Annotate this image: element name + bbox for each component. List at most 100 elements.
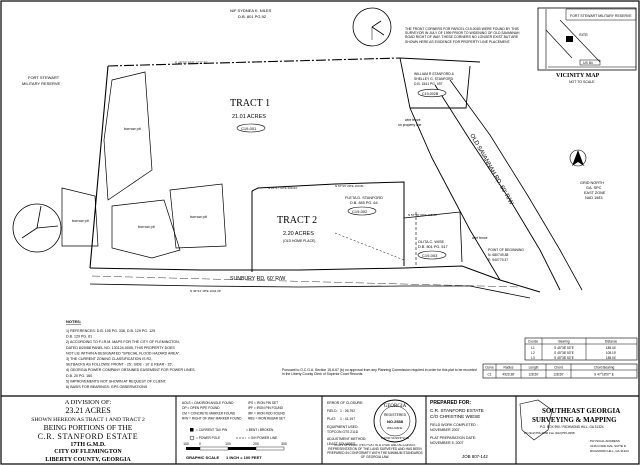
borrow-pit-1 — [103, 71, 153, 201]
tax-pin-icon — [190, 428, 194, 432]
curve-table-header: Chord — [554, 366, 563, 370]
certification: IN MY OPINION THIS PLAT IS A TRUE AND AC… — [327, 444, 422, 459]
tract2-parcel-id: C19-002 — [352, 209, 368, 214]
seal-top: GEORGIA — [384, 404, 407, 409]
firm-name-1: SOUTHEAST GEORGIA — [542, 407, 620, 415]
title-line-8: LIBERTY COUNTY, GEORGIA — [45, 457, 131, 463]
tract1-label: TRACT 1 — [230, 98, 270, 109]
east-line-bearing: N 57°46' 06"E 405.00' — [408, 213, 438, 217]
old-savannah-road-label: OLD SAVANNAH RD. 60' R/W — [468, 133, 514, 206]
title-line-5: C.R. STANFORD ESTATE — [38, 432, 139, 441]
title-block: A DIVISION OF: 23.21 ACRES SHOWN HEREON … — [31, 399, 145, 463]
job-number: JOB 807-142 — [462, 454, 488, 459]
north-line-bearing: S 45°03' 53"E 1077.80' — [175, 61, 208, 65]
title-line-3: SHOWN HEREON AS TRACT 1 AND TRACT 2 — [31, 417, 145, 423]
tract1-area: 21.01 ACRES — [232, 114, 266, 120]
note-line: DATED 8/20/88 PANEL NO. 130124-0005, THI… — [66, 346, 175, 350]
surveyor-seal: GEORGIA REGISTERED NO.2538 WILLIAM E. LA… — [373, 399, 417, 443]
olita-parcel-tag: C19-003 — [417, 250, 447, 260]
grid-north-line3: EAST ZONE — [584, 191, 606, 195]
line-table-cell: L3 — [531, 356, 535, 360]
notes-heading: NOTES: — [66, 319, 81, 324]
vicinity-label-top: FORT STEWART MILITARY RESERVE — [570, 14, 632, 18]
title-line-4: BEING PORTIONS OF THE — [44, 423, 133, 432]
curve-table-cell: C1 — [487, 373, 491, 377]
pob-northing: N: 680749.88 — [488, 253, 508, 257]
prepared-for-l1: C.R. STANFORD ESTATE — [430, 408, 484, 413]
old-savannah-road: OLD SAVANNAH RD. 60' R/W — [434, 79, 583, 291]
olita-owner: OLITA C. WISE — [418, 240, 445, 244]
grid-north-line2: GA. SPC — [586, 186, 602, 190]
corner-detail-west — [12, 203, 62, 253]
borrow-pit-1-label: borrow pit — [124, 127, 142, 131]
north-arrow: GRID NORTH GA. SPC EAST ZONE NAD 1983 — [569, 149, 606, 200]
corner-note-text: THE FRONT CORNERS FOR PARCEL C19-001B WE… — [405, 27, 520, 44]
legend-item: IRF = IRON ROD FOUND — [248, 411, 286, 415]
ne-adjoiner-deed: D.B. 1541 PG. 497 — [414, 82, 443, 86]
prepared-for-l5: PLAT PREPARATION DATE: — [430, 436, 476, 440]
wire-fence-label-2: wire fence — [472, 236, 488, 240]
borrow-pit-4-label: borrow pit — [190, 215, 208, 219]
title-line-6: 17TH G.M.D. — [70, 442, 106, 448]
line-table-cell: S 45°38' 53"E — [554, 351, 574, 355]
note-line: D.B. 20 PG. 160. — [66, 374, 93, 378]
scale-label: GRAPHIC SCALE — [186, 455, 219, 460]
ne-parcel-id: C19-002B — [422, 92, 439, 96]
wire-fence-line-label: on property line — [398, 123, 421, 127]
tract2-area: 2.20 ACRES — [283, 231, 314, 237]
georgia-outline-icon — [519, 399, 553, 441]
tract1-parcel-tag: C19-001 — [236, 123, 266, 133]
parcel-002b-lines — [399, 57, 471, 109]
note-line: D.B. 129 PG. 81 — [66, 335, 92, 339]
olita-parcel-id: C19-003 — [422, 253, 438, 258]
fleta-deed: D.B. 845 PG. 64 — [350, 201, 378, 205]
borrow-pit-3 — [111, 199, 181, 259]
olita-north-line — [403, 211, 461, 219]
legend-bent: = BENT / BROKEN — [246, 428, 274, 432]
tract2-bearing-2: N 67°26' 28"E 190.81' — [335, 184, 365, 188]
tract1-west-line — [89, 65, 109, 269]
scale-tick-label: 300 — [281, 442, 287, 446]
vicinity-map: FORT STEWART MILITARY RESERVE SITE US 84… — [537, 7, 637, 84]
sunbury-road: SUNBURY RD. 60' R/W N 46°24' 18"E 1044.3… — [89, 265, 541, 299]
tract1-east-line — [409, 107, 501, 281]
borrow-pit-4 — [169, 183, 227, 249]
closure-l4: 1 : 41,197 — [340, 417, 355, 421]
scale-tick-label: 100 — [183, 442, 189, 446]
grid-north-line4: NAD 1983 — [585, 196, 603, 200]
recording-note: Pursuant to O.C.G.A. Section 15-6-67 (b)… — [282, 368, 477, 377]
tract1-north-line — [107, 57, 401, 67]
curve-table-header: Curve — [485, 366, 494, 370]
line-table-cell: 185.04' — [606, 356, 617, 360]
pob-label: POINT OF BEGINNING — [488, 248, 524, 252]
power-pole-icon — [189, 435, 195, 441]
legend-item: OP = OPEN PIPE FOUND — [182, 406, 220, 410]
corner-detail-top — [352, 7, 392, 47]
scale-tick-label: 0 — [199, 442, 201, 446]
firm-address-4: RICHMOND HILL, GA 31324 — [590, 449, 629, 453]
ne-adjoiner-owner: WILLIAM R STANFORD & — [414, 72, 455, 76]
legend-item: R/W = RIGHT OF WAY MARKER FOUND — [182, 417, 242, 421]
borrow-pit-2 — [61, 187, 99, 247]
firm-phone: Ph (912)756-4656 Fax (912)756-4658 — [524, 431, 575, 435]
closure-l8: ADJUSTMENT METHOD: — [327, 437, 366, 441]
scale-ratio: 1 INCH = 100 FEET — [226, 455, 262, 460]
sunbury-road-label: SUNBURY RD. 60' R/W — [230, 276, 285, 282]
closure-l6: EQUIPMENT USED: — [327, 425, 358, 429]
tract2-bearing-1: N 26°57' 03"E 200.04' — [268, 186, 298, 190]
olita-east-line — [459, 211, 463, 263]
closure-l3: FIELD: — [327, 409, 338, 413]
prepared-for-l2: C/O CHRISTINE WIESE — [430, 414, 480, 419]
seal-number: NO.2538 — [387, 419, 404, 424]
closure-block: ERROR OF CLOSURE: FIELD: 1 : 26,792 PLAT… — [327, 401, 366, 446]
seal-mid: REGISTERED — [384, 413, 407, 417]
curve-table-header: Length — [529, 366, 539, 370]
closure-l7: TOPCON GTS 211D — [327, 430, 359, 434]
vicinity-site-marker — [566, 36, 573, 42]
recording-note-text: Pursuant to O.C.G.A. Section 15-6-67 (b)… — [282, 368, 477, 377]
